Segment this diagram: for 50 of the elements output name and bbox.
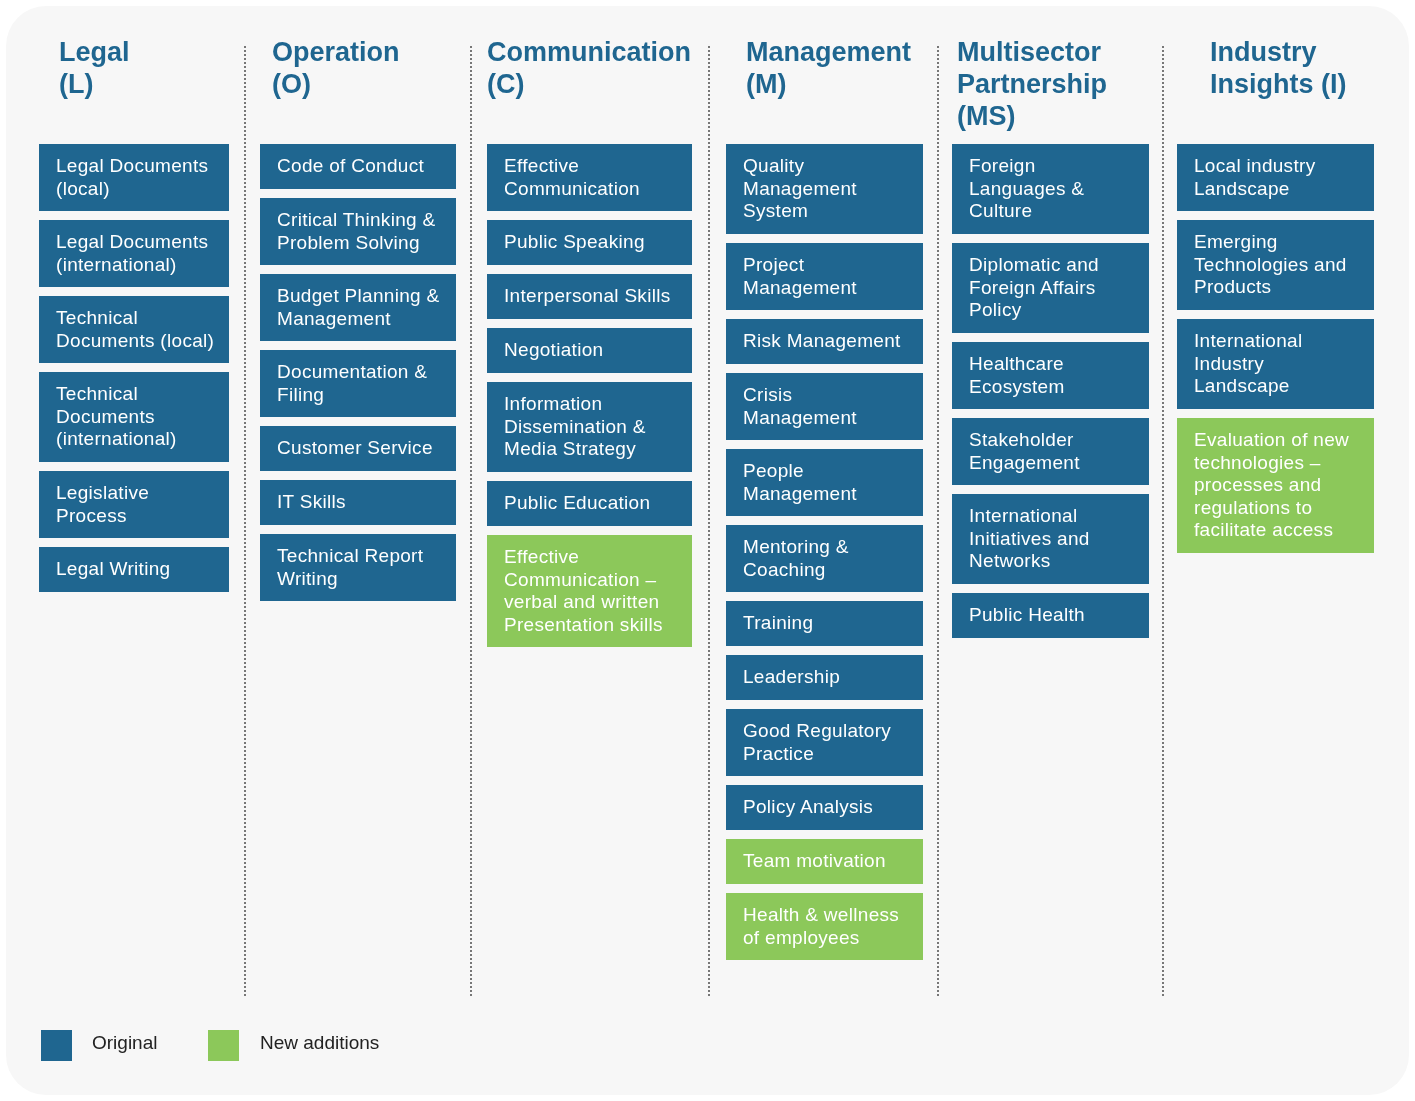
skill-box: Risk Management (726, 319, 923, 364)
skill-box: Technical Report Writing (260, 534, 456, 601)
skill-box: Public Speaking (487, 220, 692, 265)
column-heading: Legal (L) (59, 36, 131, 100)
skill-box: Legislative Process (39, 471, 229, 538)
column-heading: Operation (O) (272, 36, 401, 100)
skill-box: Stakeholder Engagement (952, 418, 1149, 485)
skill-box: International Initiatives and Networks (952, 494, 1149, 584)
skill-box: Team motivation (726, 839, 923, 884)
skill-box: Evaluation of new technologies – processes and regulations to facilitate access (1177, 418, 1374, 553)
skill-box: Technical Documents (local) (39, 296, 229, 363)
skill-box: Training (726, 601, 923, 646)
skill-box: Foreign Languages & Culture (952, 144, 1149, 234)
skill-box: Quality Management System (726, 144, 923, 234)
skill-box: Code of Conduct (260, 144, 456, 189)
skill-box: Negotiation (487, 328, 692, 373)
skill-box: Customer Service (260, 426, 456, 471)
skill-box: People Management (726, 449, 923, 516)
skill-box: Legal Documents (local) (39, 144, 229, 211)
skill-box: Emerging Technologies and Products (1177, 220, 1374, 310)
column-heading: Multisector Partnership (MS) (957, 36, 1109, 132)
skill-box: Budget Planning & Management (260, 274, 456, 341)
skill-box: Interpersonal Skills (487, 274, 692, 319)
skill-box: Effective Communication (487, 144, 692, 211)
legend-label: New additions (260, 1032, 380, 1054)
skill-box: Project Management (726, 243, 923, 310)
skill-box: Public Health (952, 593, 1149, 638)
skill-box: Good Regulatory Practice (726, 709, 923, 776)
column-heading: Communication (C) (487, 36, 692, 100)
skill-box: Legal Documents (international) (39, 220, 229, 287)
skill-box: Critical Thinking & Problem Solving (260, 198, 456, 265)
skill-box: Effective Communication – verbal and written Presentation skills (487, 535, 692, 647)
column-heading: Industry Insights (I) (1210, 36, 1348, 100)
skill-box: Technical Documents (international) (39, 372, 229, 462)
skill-box: IT Skills (260, 480, 456, 525)
legend-label: Original (92, 1032, 158, 1054)
skill-box: Health & wellness of employees (726, 893, 923, 960)
skill-box: Diplomatic and Foreign Affairs Policy (952, 243, 1149, 333)
skill-box: Public Education (487, 481, 692, 526)
skill-box: Information Dissemination & Media Strategy (487, 382, 692, 472)
skill-box: Leadership (726, 655, 923, 700)
skill-box: Crisis Management (726, 373, 923, 440)
skill-box: Mentoring & Coaching (726, 525, 923, 592)
skill-box: Legal Writing (39, 547, 229, 592)
skill-box: Local industry Landscape (1177, 144, 1374, 211)
skill-box: Documentation & Filing (260, 350, 456, 417)
skill-box: International Industry Landscape (1177, 319, 1374, 409)
skill-box: Healthcare Ecosystem (952, 342, 1149, 409)
skill-box: Policy Analysis (726, 785, 923, 830)
column-heading: Management (M) (746, 36, 913, 100)
